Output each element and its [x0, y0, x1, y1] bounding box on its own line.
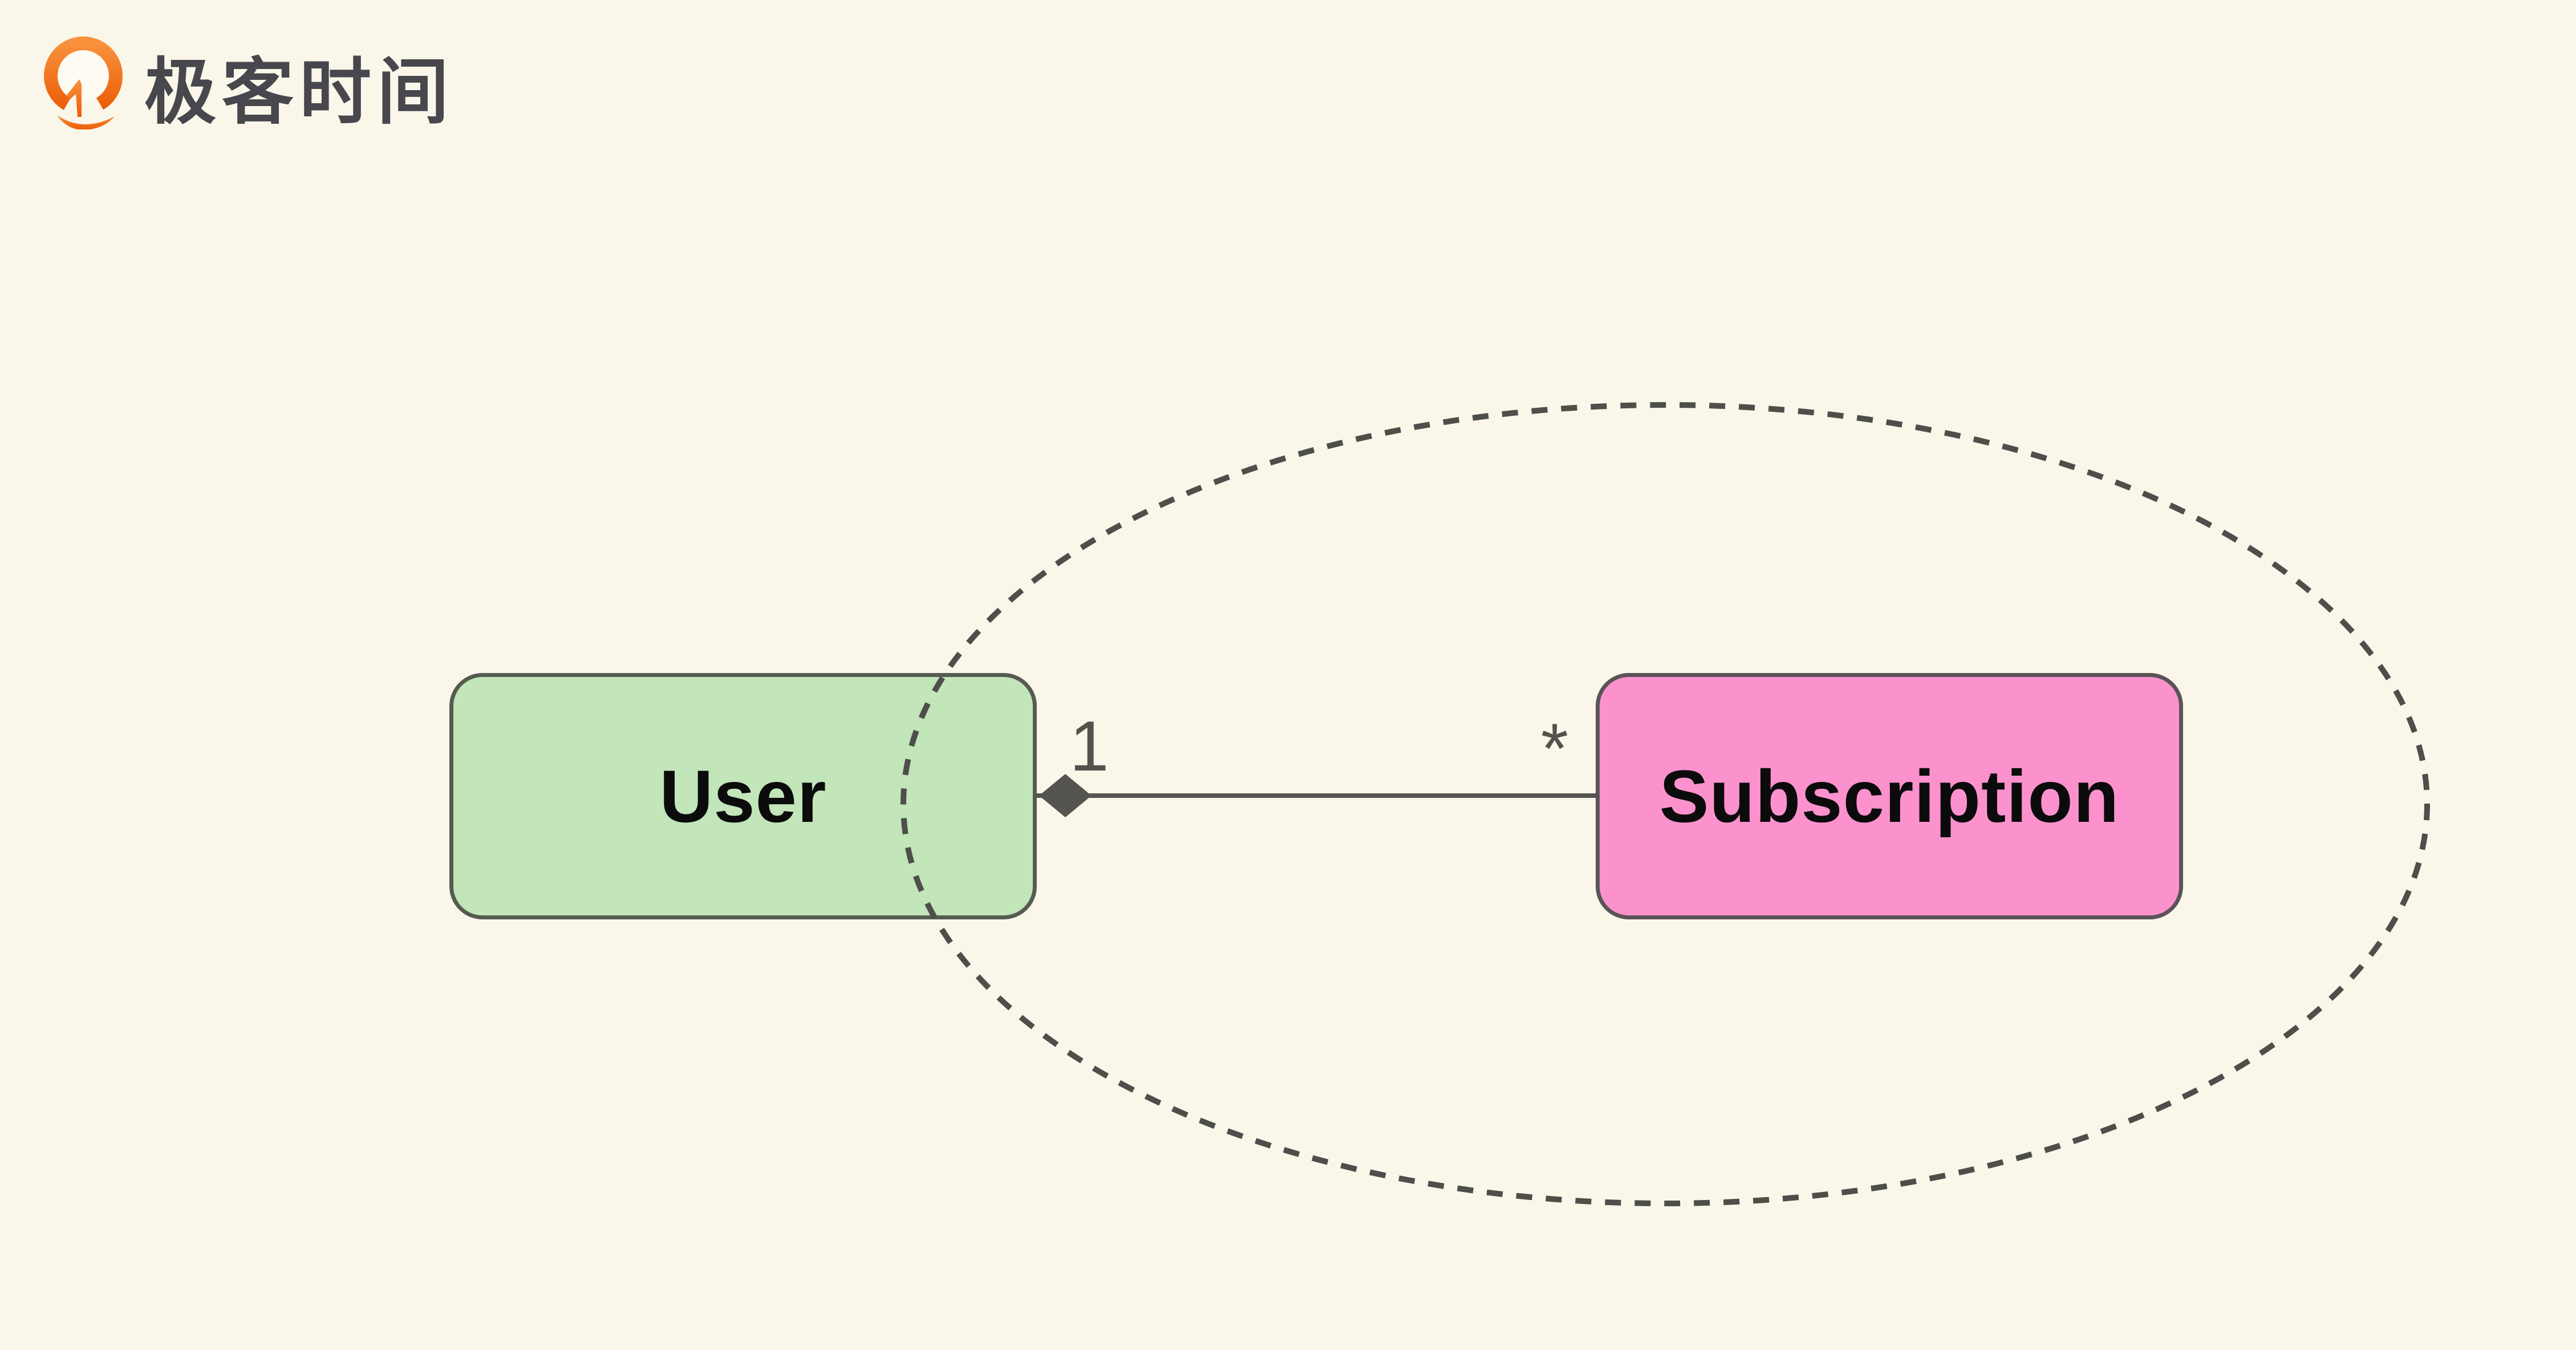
logo-wordmark: 极客时间: [144, 52, 455, 132]
entity-subscription: Subscription: [1596, 673, 2183, 919]
multiplicity-many-label: *: [1540, 710, 1569, 788]
geektime-logo-icon: [44, 37, 123, 129]
logo-ring: [44, 37, 123, 115]
entity-user: User: [449, 673, 1037, 919]
geektime-logo: 极客时间: [42, 26, 455, 138]
multiplicity-one-label: 1: [1069, 707, 1109, 786]
logo-arrow: [67, 79, 82, 117]
entity-subscription-label: Subscription: [1659, 755, 2120, 838]
entity-user-label: User: [659, 755, 827, 838]
logo-bubble-inner: [57, 50, 109, 102]
logo-swoosh: [57, 115, 115, 129]
